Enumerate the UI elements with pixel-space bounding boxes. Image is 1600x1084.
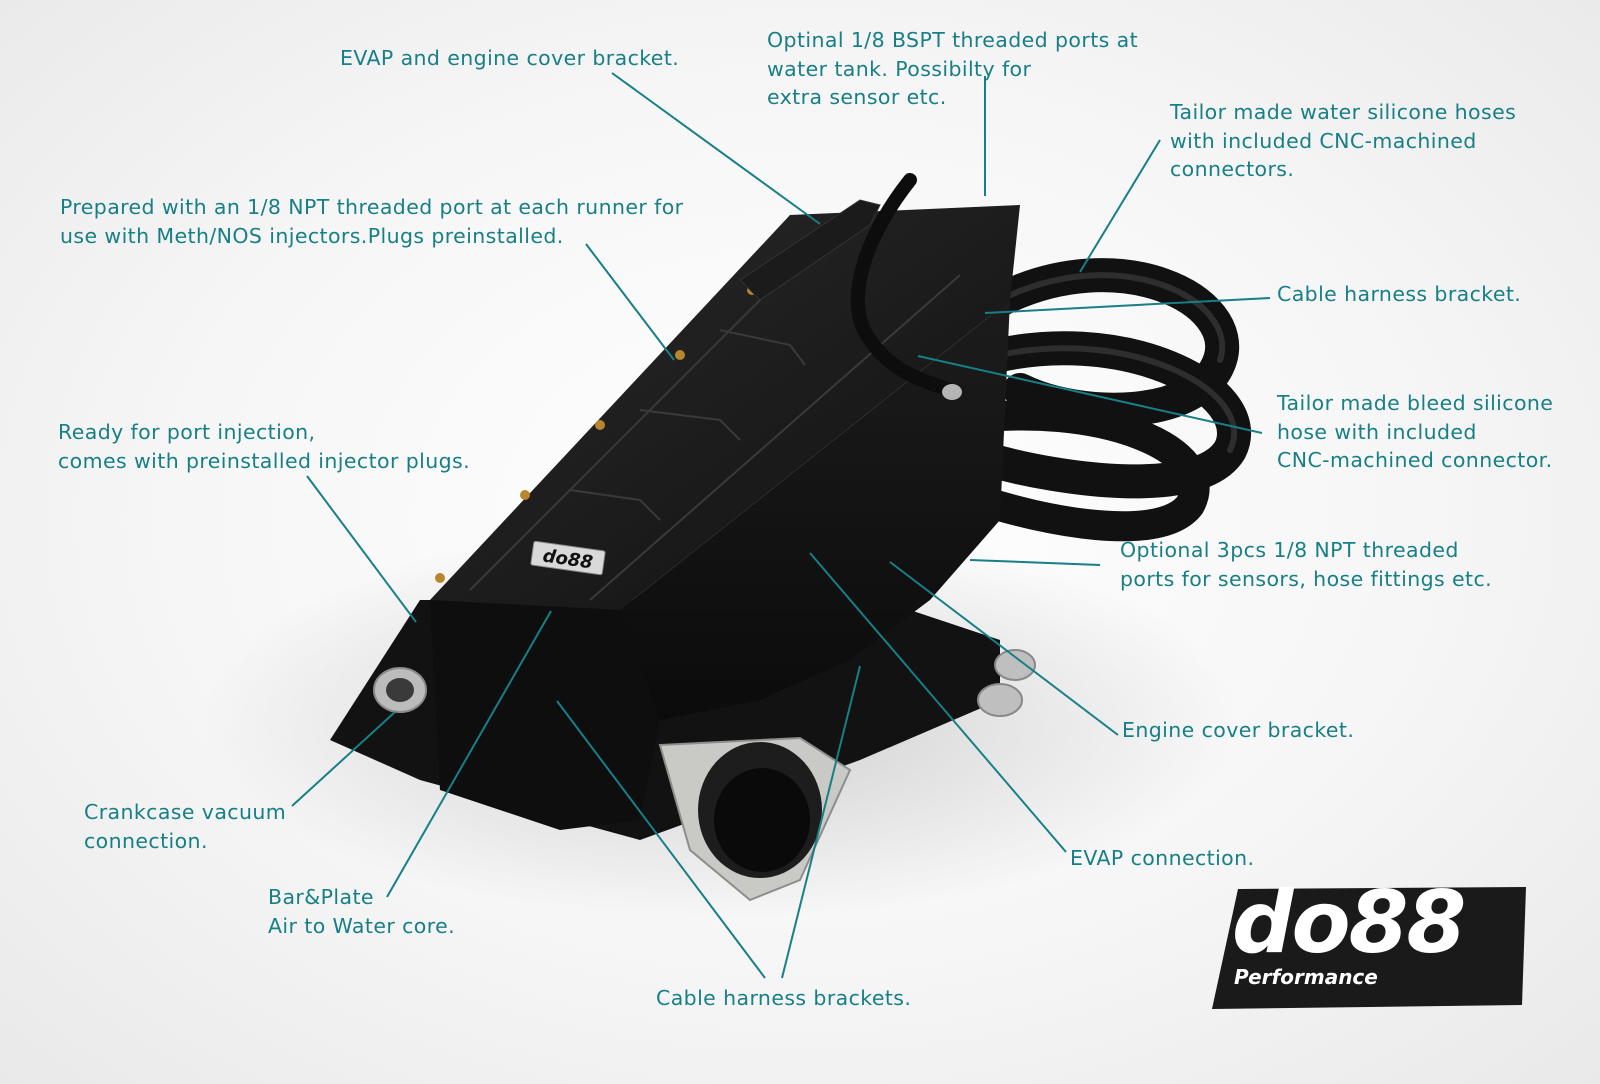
callout-npt-runner-port: Prepared with an 1/8 NPT threaded port a…	[60, 195, 684, 248]
callout-bspt-ports: Optinal 1/8 BSPT threaded ports at water…	[767, 28, 1139, 109]
crankcase-fitting	[373, 667, 427, 713]
callout-water-hoses: Tailor made water silicone hoses with in…	[1170, 100, 1517, 181]
plenum-side-face	[620, 300, 1010, 720]
do88-performance-logo: do88 Performance	[1212, 873, 1532, 1011]
leader-engine-cover-bracket	[889, 561, 1119, 736]
leader-npt-sensor-ports	[969, 559, 1101, 566]
product-badge: do88	[530, 540, 606, 576]
leader-port-injection	[306, 475, 417, 623]
plenum-top-face	[430, 205, 1020, 610]
leader-npt-runner-port	[585, 243, 675, 361]
leader-cable-harness-brackets-a	[556, 700, 766, 979]
callout-evap-connection: EVAP connection.	[1070, 846, 1255, 870]
leader-cable-harness-bracket	[984, 297, 1271, 314]
evap-cover-bracket	[739, 199, 881, 301]
callout-cable-harness-bracket: Cable harness bracket.	[1277, 282, 1522, 306]
evap-fittings	[977, 649, 1036, 717]
callout-bleed-hose: Tailor made bleed silicone hose with inc…	[1277, 391, 1554, 472]
leader-evap-cover-bracket	[611, 72, 821, 225]
leader-lines	[291, 72, 1271, 979]
water-silicone-hoses	[945, 258, 1252, 542]
logo-plate	[1212, 887, 1526, 1009]
callout-crankcase: Crankcase vacuum connection.	[84, 800, 287, 853]
callout-evap-cover-bracket: EVAP and engine cover bracket.	[340, 46, 680, 70]
plenum-front-face	[430, 600, 660, 830]
throttle-inlet	[658, 736, 852, 902]
leader-water-hoses	[1079, 139, 1161, 273]
callout-core: Bar&Plate Air to Water core.	[268, 885, 455, 938]
logo-wordmark: do88	[1232, 873, 1466, 973]
leader-crankcase	[291, 711, 396, 807]
callout-npt-sensor-ports: Optional 3pcs 1/8 NPT threaded ports for…	[1120, 538, 1493, 591]
leader-cable-harness-brackets-b	[781, 665, 861, 979]
leader-core	[386, 610, 552, 898]
callout-cable-harness-brackets: Cable harness brackets.	[656, 986, 912, 1010]
leader-evap-connection	[809, 552, 1067, 853]
leader-bleed-hose	[917, 355, 1263, 434]
bleed-hose	[850, 173, 957, 397]
callout-engine-cover-bracket: Engine cover bracket.	[1122, 718, 1355, 742]
callout-port-injection: Ready for port injection, comes with pre…	[58, 420, 471, 473]
logo-tagline: Performance	[1234, 965, 1378, 989]
